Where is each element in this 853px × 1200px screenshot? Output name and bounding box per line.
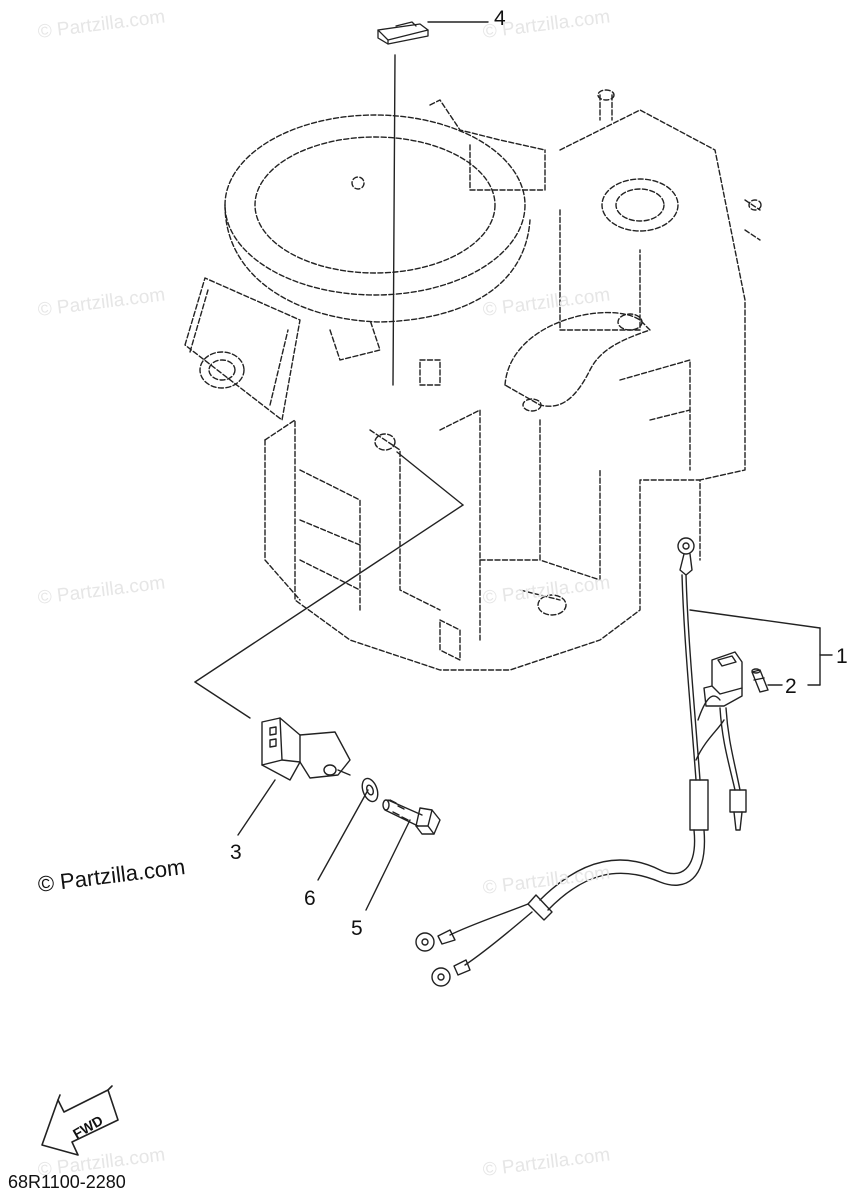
callout-5: 5 <box>351 917 363 940</box>
callout-3: 3 <box>230 841 242 864</box>
callout-6: 6 <box>304 887 316 910</box>
part-1-wire-harness <box>415 537 747 987</box>
part-4-clip <box>377 21 429 45</box>
leader-lines <box>194 21 833 911</box>
callout-4: 4 <box>494 7 506 30</box>
part-2-fuse <box>751 668 769 693</box>
part-5-bolt <box>382 799 441 835</box>
part-6-washer <box>361 777 379 803</box>
fwd-arrow-icon <box>41 1085 119 1156</box>
engine-block <box>184 89 762 671</box>
callout-2: 2 <box>785 675 797 698</box>
callout-1: 1 <box>836 645 848 668</box>
diagram-code: 68R1100-2280 <box>8 1172 126 1192</box>
part-3-bracket <box>261 717 351 781</box>
